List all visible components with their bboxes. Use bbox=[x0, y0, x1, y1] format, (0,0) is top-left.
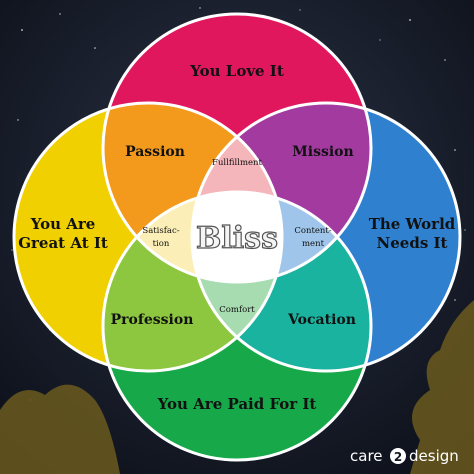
bliss-label: Bliss bbox=[196, 221, 278, 256]
passion-label: Passion bbox=[125, 144, 185, 160]
brand-number-badge bbox=[390, 448, 406, 464]
contentment-label-line1: Content- bbox=[294, 226, 331, 236]
tree-silhouette-left bbox=[0, 384, 120, 474]
paid-for-it-label: You Are Paid For It bbox=[157, 395, 317, 413]
profession-label: Profession bbox=[111, 312, 194, 328]
world-needs-it-label-line1: The World bbox=[369, 215, 456, 233]
mission-label: Mission bbox=[292, 144, 353, 160]
vocation-label: Vocation bbox=[287, 312, 356, 328]
tree-silhouette-right bbox=[410, 300, 474, 474]
satisfaction-label-line1: Satisfac- bbox=[142, 226, 179, 236]
brand-number: 2 bbox=[394, 450, 402, 464]
comfort-label: Comfort bbox=[219, 305, 255, 315]
you-love-it-label: You Love It bbox=[189, 62, 284, 80]
great-at-it-label-line1: You Are bbox=[30, 215, 96, 233]
brand-suffix: design bbox=[409, 447, 459, 465]
satisfaction-region bbox=[103, 192, 282, 282]
world-needs-it-label-line2: Needs It bbox=[377, 234, 448, 252]
circle-outlines bbox=[12, 12, 462, 462]
great-at-it-label-line2: Great At It bbox=[18, 234, 108, 252]
comfort-region bbox=[192, 192, 282, 371]
contentment-label-line2: ment bbox=[302, 239, 325, 249]
brand-prefix: care bbox=[350, 447, 383, 465]
fulfillment-label: Fullfillment bbox=[212, 158, 262, 168]
contentment-region bbox=[192, 192, 371, 282]
care2design-logo: care 2 design bbox=[350, 447, 459, 465]
satisfaction-label-line2: tion bbox=[153, 239, 170, 249]
fulfillment-region bbox=[192, 103, 282, 282]
